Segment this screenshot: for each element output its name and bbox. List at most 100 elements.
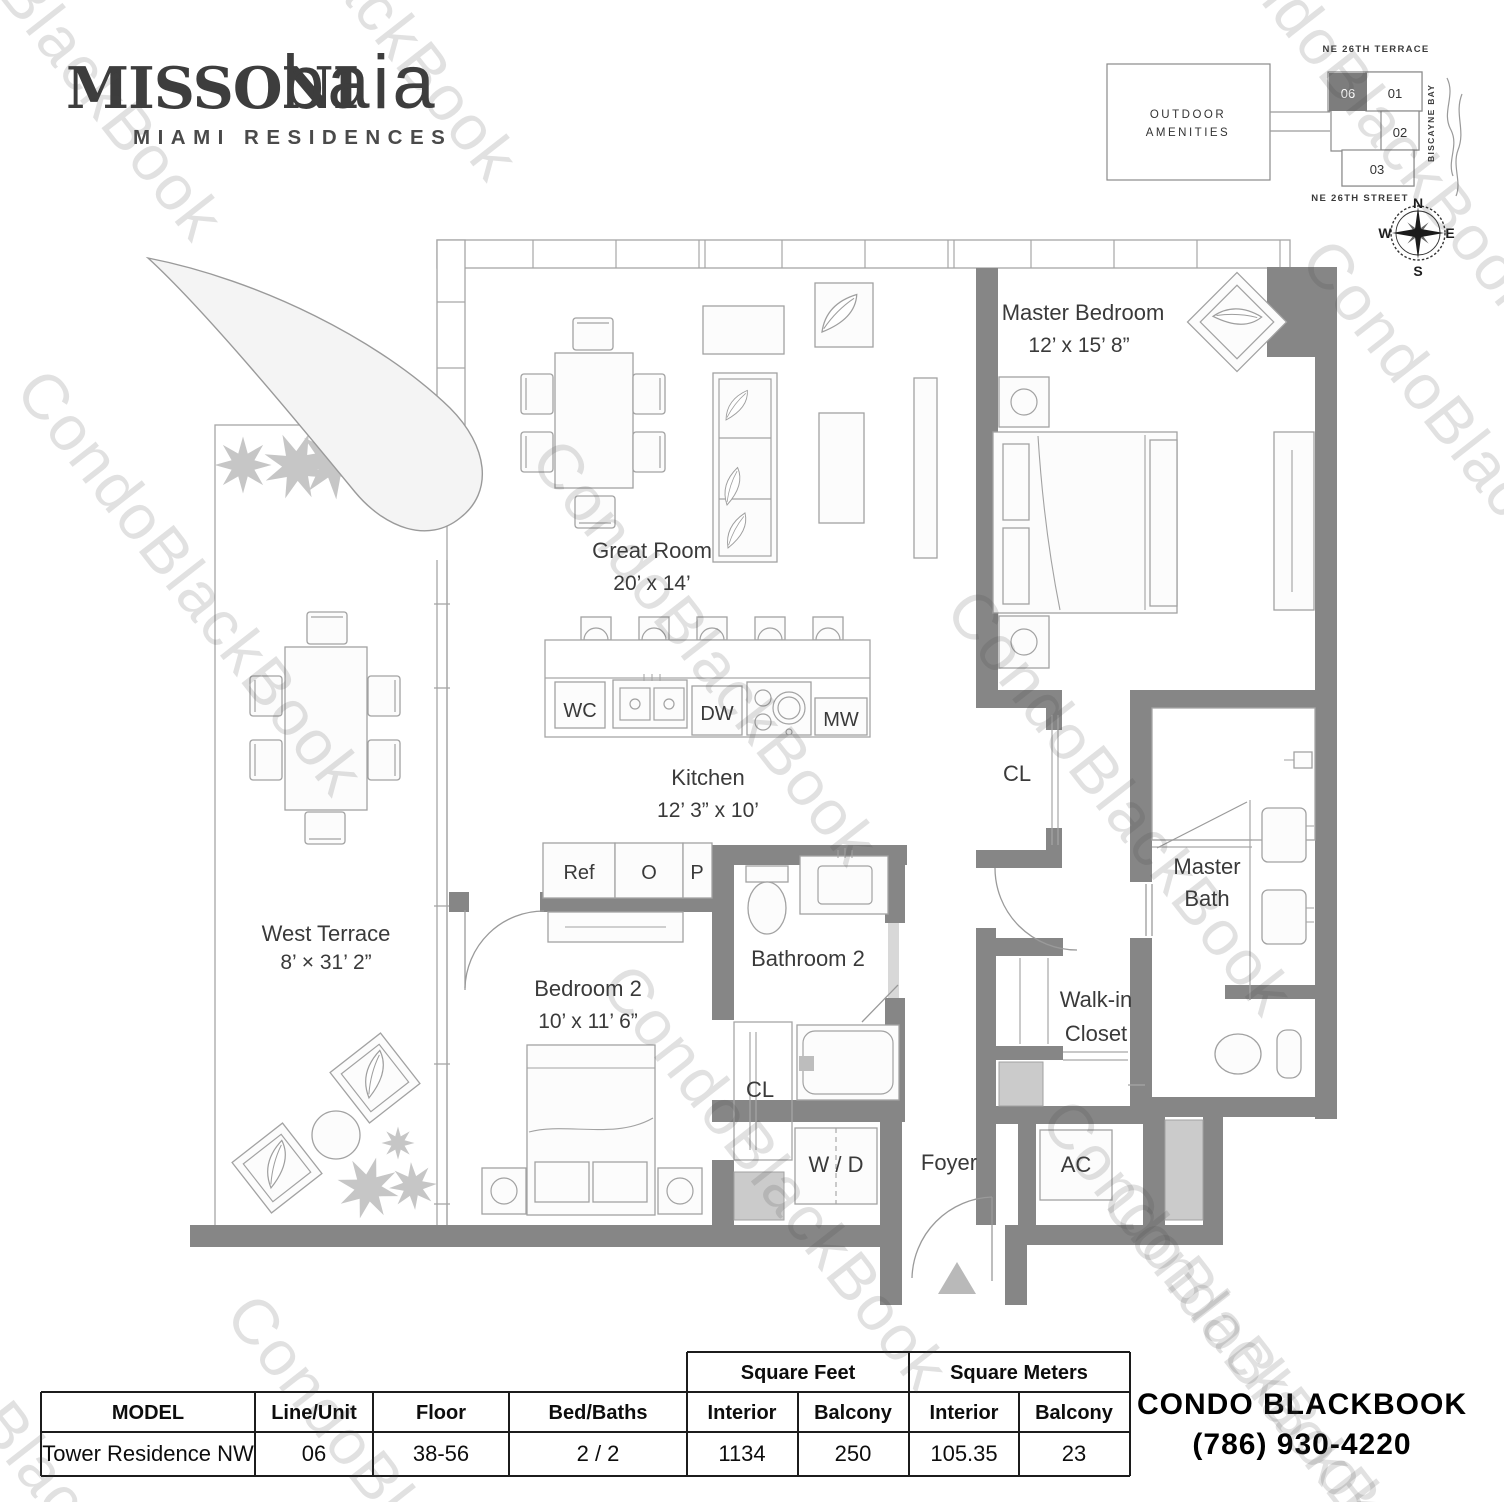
dining-table bbox=[554, 352, 634, 489]
table-group-square-feet: Square Feet bbox=[741, 1362, 856, 1384]
room-dims-bedroom-2: 10’ x 11’ 6” bbox=[538, 1010, 638, 1033]
master-vanity bbox=[1249, 800, 1314, 1000]
master-bath-fixtures bbox=[1019, 707, 1316, 1086]
label-pantry: P bbox=[690, 862, 703, 884]
cooktop bbox=[746, 681, 812, 736]
dishwasher bbox=[691, 685, 743, 736]
utility-fixtures bbox=[794, 1127, 1113, 1205]
terrace-side-table bbox=[311, 1110, 361, 1160]
room-label-master-bath-1: Master bbox=[1173, 854, 1240, 879]
spec-table: Square Feet Square Meters MODEL Line/Uni… bbox=[40, 1351, 1131, 1477]
shower bbox=[1151, 707, 1316, 849]
table-cell-line-unit: 06 bbox=[302, 1441, 326, 1466]
unit-06-label: 06 bbox=[1341, 86, 1355, 101]
room-dims-kitchen: 12’ 3” x 10’ bbox=[657, 799, 759, 822]
architectural-curve bbox=[145, 256, 483, 532]
windows bbox=[436, 239, 1291, 471]
room-label-bathroom-2: Bathroom 2 bbox=[751, 946, 865, 971]
bay-wave-1 bbox=[1446, 77, 1455, 177]
west-terrace bbox=[214, 409, 460, 1246]
room-label-walk-in-1: Walk-in bbox=[1060, 987, 1133, 1012]
coffee-table bbox=[818, 412, 865, 524]
street-label-bottom: NE 26TH STREET bbox=[1311, 193, 1408, 204]
label-wc: WC bbox=[563, 700, 596, 722]
bathtub bbox=[796, 1024, 900, 1101]
room-label-cl-bedroom2: CL bbox=[746, 1077, 774, 1102]
bay-wave-2 bbox=[1455, 93, 1463, 197]
compass-n: N bbox=[1413, 195, 1423, 211]
compass-e: E bbox=[1445, 225, 1454, 241]
compass-w: W bbox=[1378, 225, 1392, 241]
room-label-master-bedroom: Master Bedroom bbox=[1002, 300, 1165, 325]
keyplan-unit-02 bbox=[1380, 110, 1420, 151]
master-dresser bbox=[1273, 431, 1315, 611]
master-hall-closet-doors bbox=[1051, 715, 1059, 845]
room-label-cl-master: CL bbox=[1003, 761, 1031, 786]
plant-box bbox=[812, 282, 874, 348]
table-header-model: MODEL bbox=[112, 1402, 184, 1424]
label-dw: DW bbox=[700, 703, 733, 725]
bathroom2-fixtures bbox=[745, 848, 900, 1101]
bedroom2-bed bbox=[526, 1044, 656, 1216]
table-header-sf-interior: Interior bbox=[708, 1402, 777, 1424]
master-bedroom-furniture bbox=[992, 271, 1315, 669]
refrigerator bbox=[542, 842, 616, 899]
room-label-walk-in-2: Closet bbox=[1065, 1021, 1127, 1046]
master-plant bbox=[1186, 271, 1288, 373]
room-label-west-terrace: West Terrace bbox=[262, 921, 391, 946]
table-cell-model: Tower Residence NW bbox=[42, 1441, 254, 1466]
bedroom2-closet bbox=[733, 1021, 793, 1161]
outdoor-amenities-box bbox=[1106, 63, 1271, 181]
table-header-line-unit: Line/Unit bbox=[271, 1402, 357, 1424]
table-cell-sf-balcony: 250 bbox=[835, 1441, 872, 1466]
master-hall-door-arc bbox=[994, 867, 1078, 951]
entry-door-arc bbox=[911, 1196, 993, 1279]
room-label-foyer: Foyer bbox=[921, 1150, 977, 1175]
great-room-furniture bbox=[520, 282, 938, 563]
compass-icon: N S W E bbox=[1378, 195, 1454, 279]
table-cell-sm-interior: 105.35 bbox=[930, 1441, 997, 1466]
terrace-dining-set bbox=[249, 611, 401, 845]
sofa bbox=[712, 372, 778, 563]
table-header-sm-balcony: Balcony bbox=[1035, 1402, 1114, 1424]
bedroom2-dresser bbox=[547, 911, 684, 943]
label-oven: O bbox=[641, 862, 657, 884]
nightstand bbox=[481, 1167, 527, 1215]
table-cell-sm-balcony: 23 bbox=[1062, 1441, 1086, 1466]
table-cell-floor: 38-56 bbox=[413, 1441, 469, 1466]
terrace-slider-glass bbox=[434, 560, 450, 1225]
keyplan: OUTDOOR AMENITIES 06 01 02 03 NE 26TH TE… bbox=[1106, 44, 1463, 204]
table-header-bed-baths: Bed/Baths bbox=[549, 1402, 648, 1424]
bedroom2-furniture bbox=[481, 911, 793, 1216]
unit-02-label: 02 bbox=[1393, 125, 1407, 140]
keyplan-unit-06-highlight bbox=[1329, 73, 1367, 111]
contact-company: CONDO BLACKBOOK bbox=[1137, 1388, 1467, 1421]
room-dims-master-bedroom: 12’ x 15’ 8” bbox=[1028, 334, 1129, 357]
logo-missoni: MISSONI bbox=[66, 55, 358, 122]
table-group-square-meters: Square Meters bbox=[950, 1362, 1088, 1384]
logo-tagline: MIAMI RESIDENCES bbox=[133, 126, 452, 149]
entry-arrow-icon bbox=[938, 1262, 976, 1294]
amenities-label-1: OUTDOOR bbox=[1150, 109, 1226, 121]
terrace-lounge-chairs bbox=[231, 1032, 421, 1214]
room-label-bedroom-2: Bedroom 2 bbox=[534, 976, 642, 1001]
table-header-sf-balcony: Balcony bbox=[814, 1402, 893, 1424]
amenities-label-2: AMENITIES bbox=[1146, 127, 1230, 139]
room-label-kitchen: Kitchen bbox=[671, 765, 744, 790]
unit-01-label: 01 bbox=[1388, 86, 1402, 101]
shaft-right bbox=[1164, 1119, 1204, 1221]
table-cell-bed-baths: 2 / 2 bbox=[577, 1441, 620, 1466]
nightstand bbox=[657, 1167, 703, 1215]
table-header-sm-interior: Interior bbox=[930, 1402, 999, 1424]
room-dims-great-room: 20’ x 14’ bbox=[613, 572, 690, 595]
room-label-wd: W / D bbox=[809, 1152, 864, 1177]
keyplan-unit-03 bbox=[1341, 149, 1415, 187]
walk-in-closet-shelving bbox=[1019, 958, 1145, 1086]
keyplan-unit-01 bbox=[1365, 71, 1423, 112]
street-label-top: NE 26TH TERRACE bbox=[1322, 44, 1429, 55]
contact-phone: (786) 930-4220 bbox=[1192, 1428, 1411, 1461]
label-ref: Ref bbox=[563, 862, 595, 884]
bay-label: BISCAYNE BAY bbox=[1426, 84, 1436, 162]
